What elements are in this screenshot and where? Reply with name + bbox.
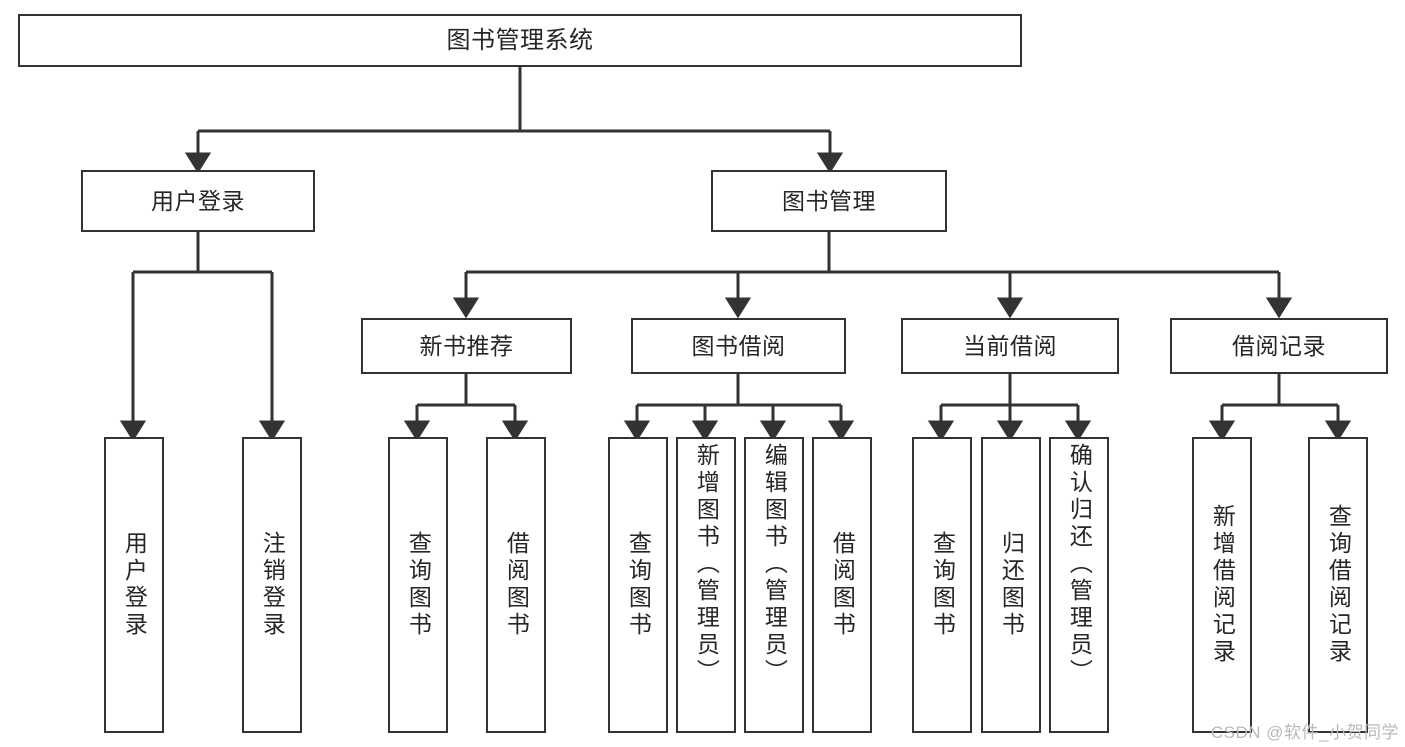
node-new-book-recommend[interactable]: 新书推荐 [361,318,572,374]
leaf-query-book-borrow[interactable]: 查询图书 [608,437,668,733]
node-label: 确认归还（管理员） [1066,443,1093,686]
node-label: 当前借阅 [963,332,1057,359]
leaf-edit-book-admin[interactable]: 编辑图书（管理员） [744,437,804,733]
leaf-borrow-book[interactable]: 借阅图书 [812,437,872,733]
node-label: 查询图书 [405,531,432,639]
node-root-system[interactable]: 图书管理系统 [18,14,1022,67]
node-label: 编辑图书（管理员） [761,443,788,686]
leaf-add-borrow-record[interactable]: 新增借阅记录 [1192,437,1252,733]
leaf-logout[interactable]: 注销登录 [242,437,302,733]
node-label: 查询图书 [625,531,652,639]
leaf-add-book-admin[interactable]: 新增图书（管理员） [676,437,736,733]
node-label: 查询借阅记录 [1325,504,1352,666]
node-label: 图书管理系统 [446,26,594,54]
leaf-query-book-recommend[interactable]: 查询图书 [388,437,448,733]
node-label: 借阅图书 [829,531,856,639]
node-label: 归还图书 [998,531,1025,639]
node-label: 用户登录 [121,531,148,639]
node-label: 借阅图书 [503,531,530,639]
leaf-query-book-current[interactable]: 查询图书 [912,437,972,733]
node-user-login[interactable]: 用户登录 [81,170,315,232]
node-label: 用户登录 [151,187,245,214]
node-book-manage[interactable]: 图书管理 [711,170,947,232]
leaf-borrow-book-recommend[interactable]: 借阅图书 [486,437,546,733]
leaf-return-book[interactable]: 归还图书 [981,437,1041,733]
node-label: 注销登录 [259,531,286,639]
node-label: 图书管理 [782,187,876,214]
leaf-confirm-return-admin[interactable]: 确认归还（管理员） [1049,437,1109,733]
node-label: 图书借阅 [691,332,786,359]
node-label: 借阅记录 [1232,332,1326,359]
leaf-user-login[interactable]: 用户登录 [104,437,164,733]
watermark-text: CSDN @软件_小贺同学 [1210,723,1399,742]
node-borrow-record[interactable]: 借阅记录 [1170,318,1388,374]
node-label: 新书推荐 [419,332,514,359]
node-book-borrow[interactable]: 图书借阅 [631,318,846,374]
node-label: 查询图书 [929,531,956,639]
leaf-query-borrow-record[interactable]: 查询借阅记录 [1308,437,1368,733]
node-label: 新增借阅记录 [1209,504,1236,666]
node-current-borrow[interactable]: 当前借阅 [901,318,1119,374]
node-label: 新增图书（管理员） [693,443,720,686]
